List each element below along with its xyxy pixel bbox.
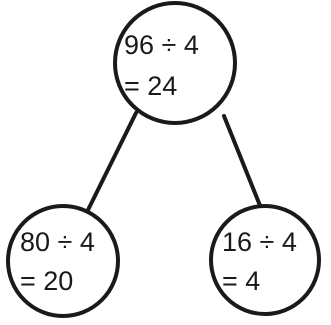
root-node: 96 ÷ 4 = 24 — [113, 1, 237, 125]
left-node-circle — [6, 204, 120, 318]
edge-root-to-right — [222, 114, 265, 215]
right-node-result: = 4 — [222, 266, 260, 296]
edge-root-to-left — [84, 111, 138, 216]
left-node: 80 ÷ 4 = 20 — [6, 204, 120, 318]
left-node-result: = 20 — [20, 266, 73, 296]
right-node-circle — [209, 204, 321, 316]
root-node-circle — [113, 1, 237, 125]
right-node-expression: 16 ÷ 4 — [222, 227, 297, 257]
root-node-expression: 96 ÷ 4 — [124, 30, 199, 60]
left-node-expression: 80 ÷ 4 — [20, 227, 95, 257]
root-node-result: = 24 — [124, 71, 177, 101]
right-node: 16 ÷ 4 = 4 — [209, 204, 321, 316]
